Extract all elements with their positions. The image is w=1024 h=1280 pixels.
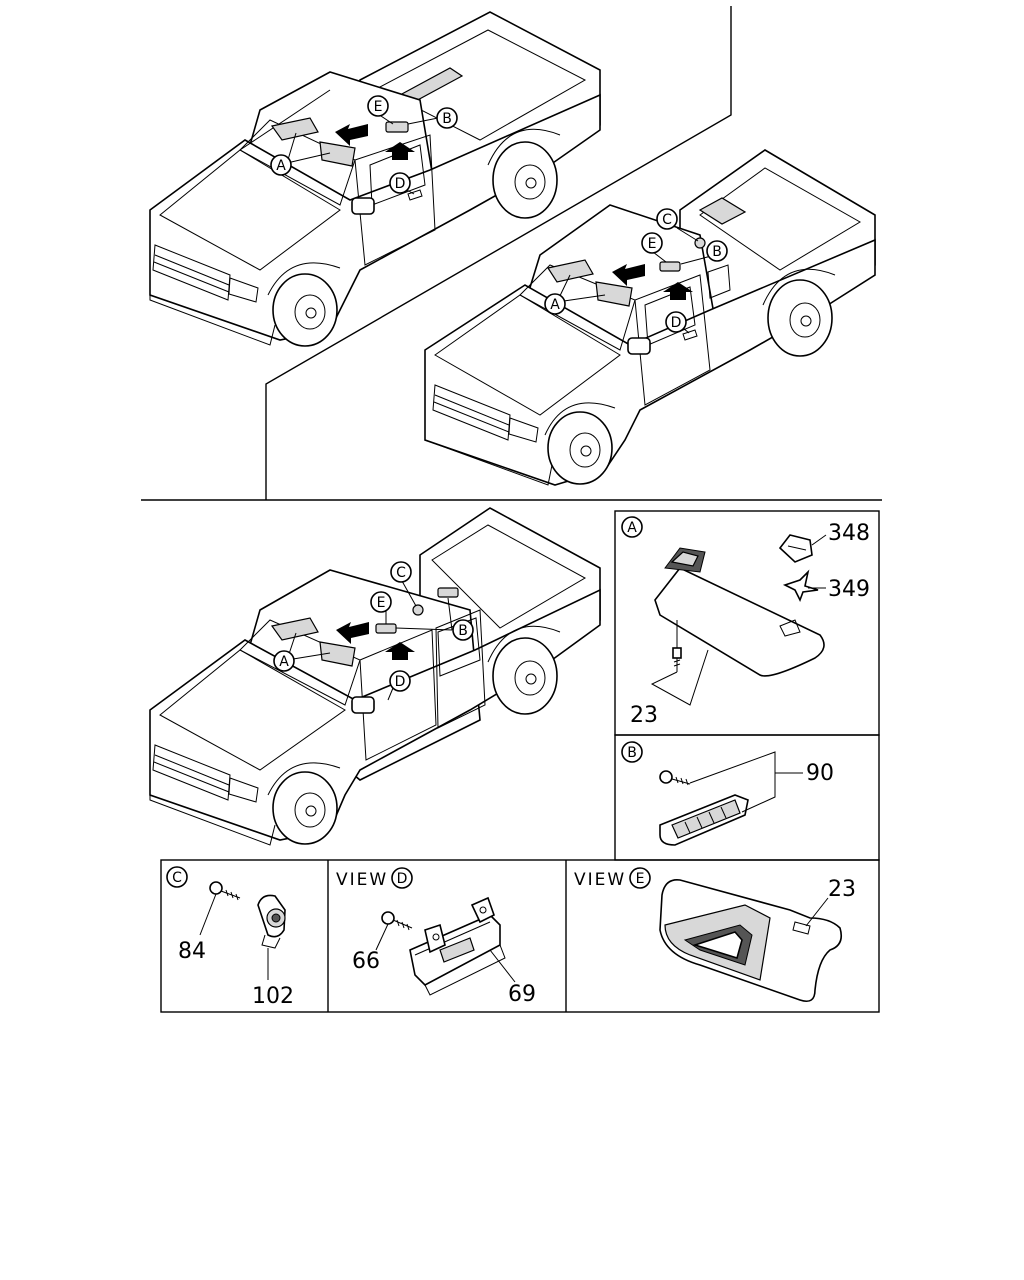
detail-b-dome-lamp: B: [621, 741, 803, 846]
svg-text:C: C: [396, 565, 406, 581]
svg-text:B: B: [458, 623, 468, 639]
callout-B-truck3: B: [452, 619, 474, 641]
svg-text:C: C: [172, 870, 182, 886]
callout-B-truck1: B: [436, 107, 458, 129]
part-number-348: 348: [828, 521, 870, 546]
svg-text:E: E: [636, 871, 645, 887]
callout-D-truck2: D: [665, 311, 687, 333]
callout-C-truck2: C: [656, 208, 678, 230]
svg-text:D: D: [671, 315, 682, 331]
part-number-102: 102: [252, 984, 294, 1009]
part-number-90: 90: [806, 761, 834, 786]
part-number-84: 84: [178, 939, 206, 964]
detail-c-lamp-bracket: C: [166, 866, 286, 980]
callout-B-truck2: B: [706, 240, 728, 262]
svg-text:A: A: [279, 654, 289, 670]
svg-text:D: D: [397, 871, 408, 887]
svg-text:E: E: [377, 595, 386, 611]
svg-text:VIEW: VIEW: [574, 870, 626, 890]
svg-text:E: E: [374, 99, 383, 115]
detail-a-sun-visor: A: [621, 516, 827, 706]
svg-text:E: E: [648, 236, 657, 252]
callout-A-truck1: A: [270, 154, 292, 176]
callout-A-truck3: A: [273, 650, 295, 672]
callout-C-truck3: C: [390, 561, 412, 583]
truck-crew-cab: [149, 507, 601, 846]
part-number-23-detail-e: 23: [828, 877, 856, 902]
svg-text:B: B: [442, 111, 452, 127]
callout-E-truck1: E: [367, 95, 389, 117]
callout-E-truck2: E: [641, 232, 663, 254]
callout-D-truck1: D: [389, 172, 411, 194]
part-number-23-detail-a: 23: [630, 703, 658, 728]
svg-text:B: B: [712, 244, 722, 260]
svg-text:D: D: [395, 176, 406, 192]
part-number-66: 66: [352, 949, 380, 974]
part-number-69: 69: [508, 982, 536, 1007]
detail-d-handle-bracket: VIEW D: [336, 867, 516, 996]
callout-D-truck3: D: [389, 670, 411, 692]
svg-text:C: C: [662, 212, 672, 228]
svg-text:B: B: [627, 745, 637, 761]
divider-lines: [141, 6, 882, 501]
svg-text:A: A: [627, 520, 637, 536]
svg-text:D: D: [395, 674, 406, 690]
detail-panel-frames: [160, 510, 880, 1013]
part-number-349: 349: [828, 577, 870, 602]
truck-extended-cab: [424, 149, 876, 486]
callout-E-truck3: E: [370, 591, 392, 613]
svg-text:A: A: [550, 297, 560, 313]
svg-text:VIEW: VIEW: [336, 870, 388, 890]
truck-regular-cab: [149, 11, 601, 347]
detail-e-sun-visor-mirror: VIEW E: [574, 867, 843, 1003]
svg-text:A: A: [276, 158, 286, 174]
callout-A-truck2: A: [544, 293, 566, 315]
